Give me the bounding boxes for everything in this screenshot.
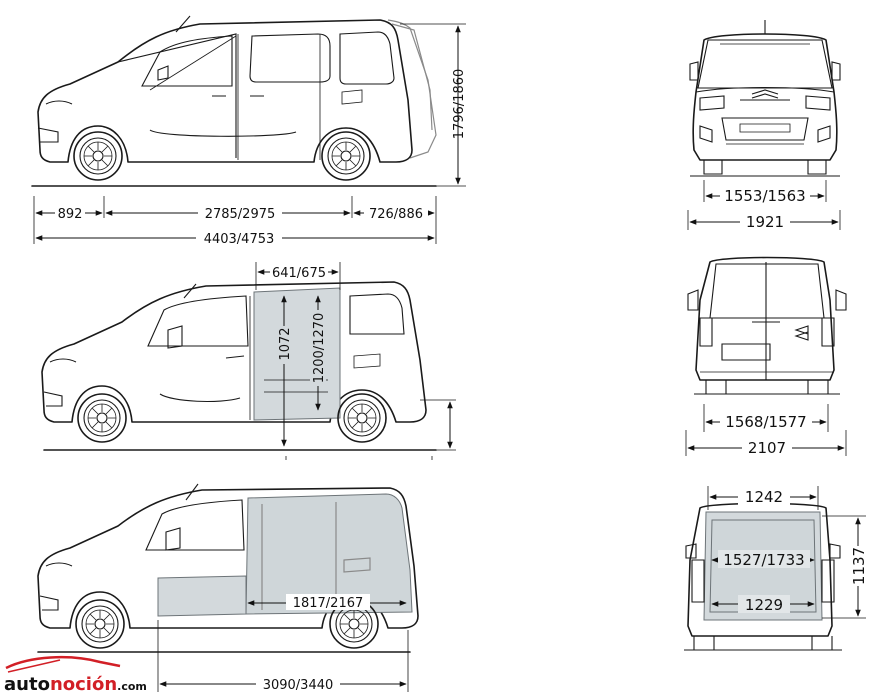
windshield <box>697 39 833 89</box>
cargo-length-label: 1817/2167 <box>293 596 364 611</box>
between-arches-label: 1229 <box>745 596 783 614</box>
door-height-label: 1072 <box>278 327 293 360</box>
rear-open-body <box>687 502 833 637</box>
door-opening-height-label: 1200/1270 <box>312 313 327 384</box>
rear-open-view: 1242 1527/1733 1229 1137 <box>684 486 868 651</box>
front-window-bottom <box>145 499 245 551</box>
side-view-middle: 641/675 1072 1200/1270 <box>41 262 456 460</box>
van-body-bottom <box>37 487 419 629</box>
logo-com: .com <box>117 680 147 693</box>
chevrons-logo-icon <box>740 89 790 101</box>
rear-track-label: 1568/1577 <box>725 413 806 431</box>
opening-width-label: 1242 <box>745 488 783 506</box>
side-view-top: 1796/1860 892 2785/2975 726/886 4403/475… <box>31 15 467 247</box>
side-window <box>249 33 331 83</box>
front-body <box>692 33 838 161</box>
front-width-label: 1921 <box>746 213 784 231</box>
logo-nocion: noción <box>50 674 117 695</box>
rear-overhang-label: 726/886 <box>369 207 423 222</box>
van-body-top <box>37 19 413 163</box>
rear-windows <box>709 263 825 319</box>
tail-lights <box>699 317 835 347</box>
front-grille <box>721 117 809 141</box>
side-door-opening <box>253 287 341 421</box>
autonocion-logo: autonoción.com <box>4 655 147 695</box>
svg-text:autonoción.com: autonoción.com <box>4 674 147 695</box>
front-view: 1553/1563 1921 <box>687 20 841 231</box>
cargo-width-label: 1527/1733 <box>723 551 804 569</box>
wheelbase-label: 2785/2975 <box>205 207 276 222</box>
van-body-middle <box>41 281 427 423</box>
opening-height-label: 1137 <box>850 547 868 585</box>
height-label: 1796/1860 <box>452 69 467 140</box>
length-label: 4403/4753 <box>204 232 275 247</box>
door-width-label: 641/675 <box>272 266 326 281</box>
logo-auto: auto <box>4 674 50 695</box>
plate-area <box>721 343 771 361</box>
rear-view: 1568/1577 2107 <box>685 256 847 457</box>
passenger-floor-area <box>157 575 247 617</box>
rear-chevrons-icon <box>794 325 809 341</box>
front-overhang-label: 892 <box>58 207 83 222</box>
side-view-bottom: 1817/2167 3090/3440 <box>37 483 419 693</box>
front-window-middle <box>147 295 249 347</box>
mirrors <box>689 61 841 81</box>
front-track-label: 1553/1563 <box>724 187 805 205</box>
front-window <box>141 35 233 87</box>
rear-width-label: 2107 <box>748 439 786 457</box>
rear-body <box>695 256 835 381</box>
max-load-length-label: 3090/3440 <box>263 678 334 693</box>
open-tailgate-outline <box>387 19 437 159</box>
rear-window <box>339 31 395 85</box>
cargo-area <box>245 493 413 615</box>
